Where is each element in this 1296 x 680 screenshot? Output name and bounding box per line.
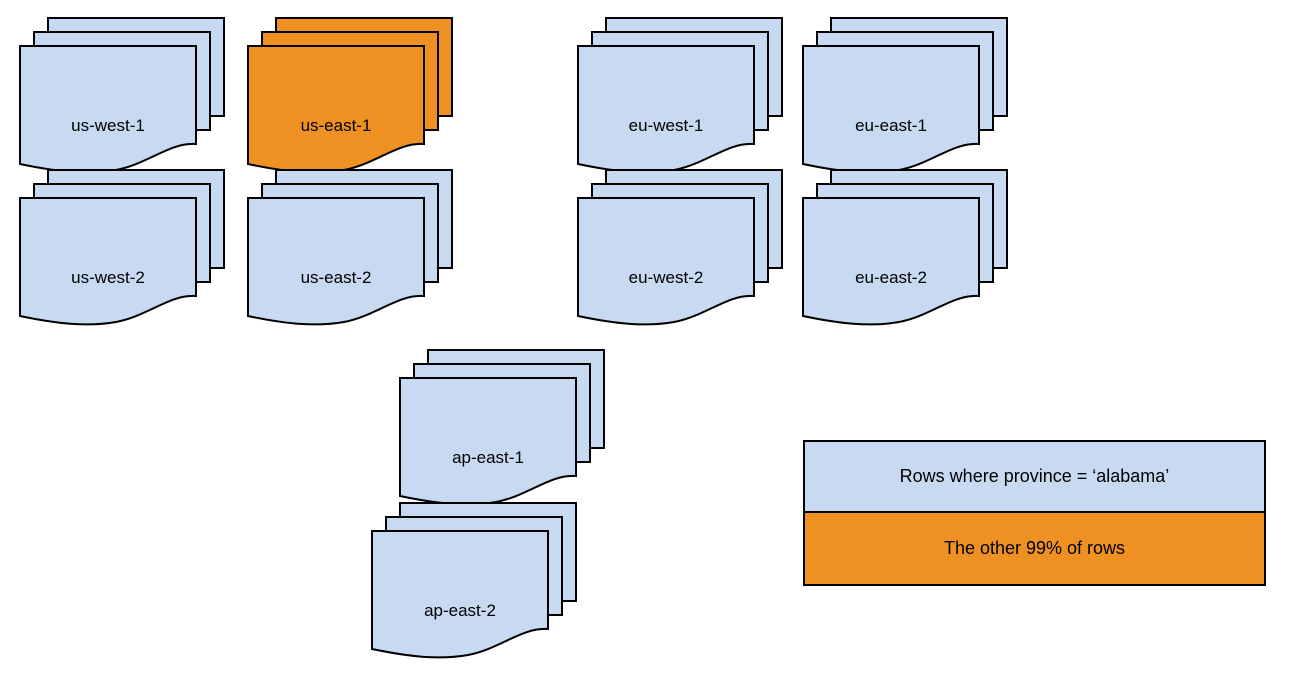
legend-item-other-label: The other 99% of rows	[943, 538, 1126, 558]
document-stack-shape-ap-east-2	[371, 502, 577, 659]
document-stack-shape-us-east-1	[247, 17, 453, 174]
document-sheet-front	[371, 530, 549, 659]
document-stack-shape-eu-west-2	[577, 169, 783, 326]
document-sheet-front	[399, 377, 577, 506]
document-stack-us-east-2[interactable]: us-east-2	[247, 169, 458, 330]
document-sheet-front	[19, 197, 197, 326]
legend-item-other: The other 99% of rows	[805, 513, 1264, 584]
document-sheet-front	[802, 45, 980, 174]
legend-item-alabama: Rows where province = ‘alabama’	[805, 442, 1264, 513]
document-stack-eu-east-1[interactable]: eu-east-1	[802, 17, 1013, 178]
document-stack-shape-eu-west-1	[577, 17, 783, 174]
document-sheet-front	[577, 197, 755, 326]
document-stack-ap-east-2[interactable]: ap-east-2	[371, 502, 582, 663]
document-stack-shape-us-east-2	[247, 169, 453, 326]
document-sheet-front	[802, 197, 980, 326]
document-stack-shape-ap-east-1	[399, 349, 605, 506]
document-stack-eu-west-2[interactable]: eu-west-2	[577, 169, 788, 330]
document-stack-eu-west-1[interactable]: eu-west-1	[577, 17, 788, 178]
document-stack-shape-eu-east-2	[802, 169, 1008, 326]
document-sheet-front	[247, 197, 425, 326]
document-sheet-front	[577, 45, 755, 174]
document-sheet-front	[19, 45, 197, 174]
document-stack-us-west-2[interactable]: us-west-2	[19, 169, 230, 330]
document-stack-ap-east-1[interactable]: ap-east-1	[399, 349, 610, 510]
document-stack-shape-eu-east-1	[802, 17, 1008, 174]
document-stack-shape-us-west-2	[19, 169, 225, 326]
document-sheet-front	[247, 45, 425, 174]
document-stack-eu-east-2[interactable]: eu-east-2	[802, 169, 1013, 330]
document-stack-us-west-1[interactable]: us-west-1	[19, 17, 230, 178]
document-stack-us-east-1[interactable]: us-east-1	[247, 17, 458, 178]
legend-item-alabama-label: Rows where province = ‘alabama’	[899, 466, 1170, 486]
document-stack-shape-us-west-1	[19, 17, 225, 174]
legend: Rows where province = ‘alabama’ The othe…	[803, 440, 1266, 586]
